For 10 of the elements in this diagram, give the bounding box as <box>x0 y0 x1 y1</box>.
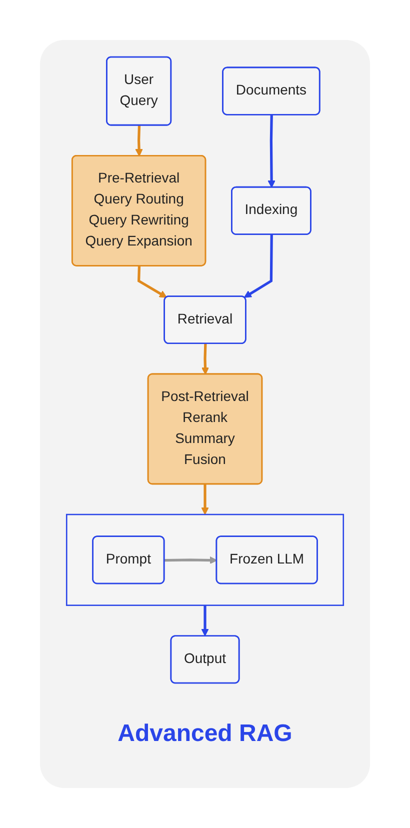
arrow <box>201 605 209 636</box>
arrow <box>164 556 218 564</box>
arrow <box>201 484 209 515</box>
arrow <box>244 234 273 298</box>
arrow <box>268 115 276 188</box>
diagram-title: Advanced RAG <box>116 720 294 748</box>
arrow <box>137 266 167 298</box>
arrow <box>135 125 143 156</box>
arrow <box>201 344 210 375</box>
cluster <box>66 514 344 606</box>
